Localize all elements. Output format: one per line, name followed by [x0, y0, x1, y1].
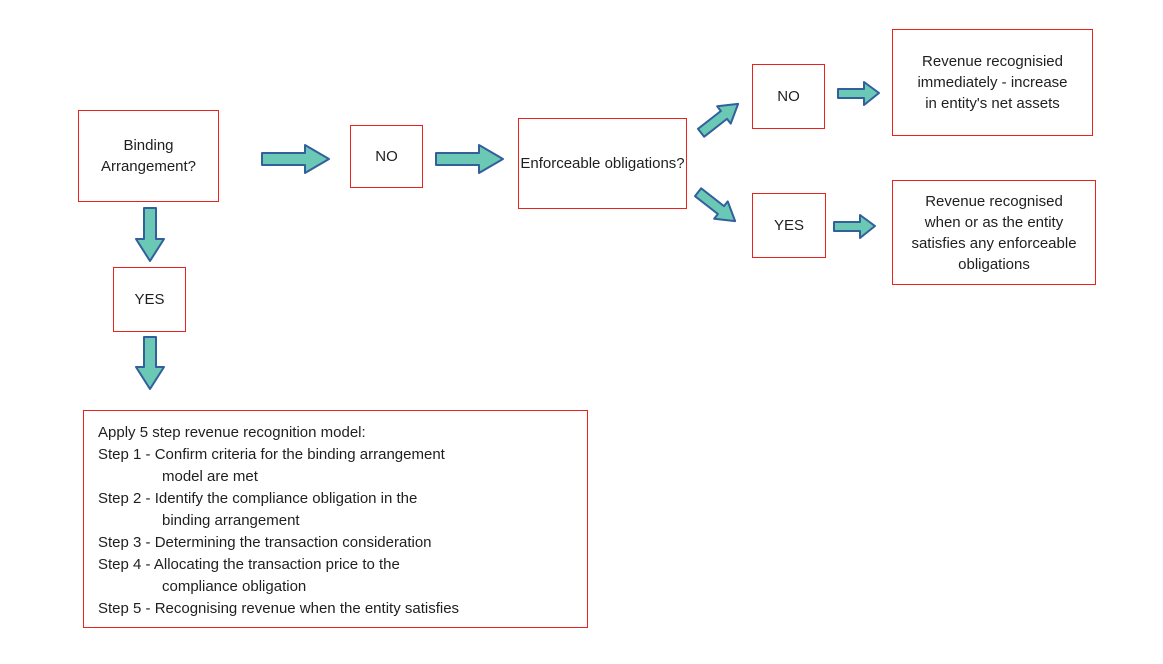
revenue-immediate-line-1: Revenue recognisied: [922, 53, 1063, 70]
yes-box-binding: YES: [113, 267, 186, 332]
step-2-line: Step 2 - Identify the compliance obligat…: [98, 490, 418, 507]
revenue-when-line-2: when or as the entity: [924, 213, 1064, 231]
yes-enforceable-label: YES: [773, 217, 804, 234]
revenue-immediate-line-3: in entity's net assets: [925, 95, 1060, 112]
no-first-label: NO: [375, 148, 398, 165]
right-arrow-icon: [435, 143, 505, 175]
step-2-continuation: binding arrangement: [162, 512, 300, 529]
revenue-when-line-3: satisfies any enforceable: [911, 234, 1077, 252]
enforceable-obligations-label: Enforceable obligations?: [520, 155, 685, 172]
revenue-when-line-1: Revenue recognised: [925, 192, 1063, 210]
step-5-line: Step 5 - Recognising revenue when the en…: [98, 600, 460, 617]
step-4-line: Step 4 - Allocating the transaction pric…: [98, 556, 400, 573]
no-box-first: NO: [350, 125, 423, 188]
revenue-immediate-box: Revenue recognisied immediately - increa…: [892, 29, 1093, 136]
diagonal-down-right-arrow-icon: [692, 187, 742, 223]
step-1-line: Step 1 - Confirm criteria for the bindin…: [98, 446, 445, 463]
binding-arrangement-label: Binding Arrangement?: [100, 137, 197, 175]
binding-arrangement-box: Binding Arrangement?: [78, 110, 219, 202]
yes-binding-label: YES: [134, 291, 165, 308]
step-3-line: Step 3 - Determining the transaction con…: [98, 534, 432, 551]
revenue-immediate-line-2: immediately - increase: [917, 74, 1068, 91]
enforceable-obligations-box: Enforceable obligations?: [518, 118, 687, 209]
revenue-when-satisfied-box: Revenue recognised when or as the entity…: [892, 180, 1096, 285]
step-4-continuation: compliance obligation: [162, 578, 307, 595]
right-arrow-icon: [261, 143, 331, 175]
yes-box-enforceable: YES: [752, 193, 826, 258]
no-box-enforceable: NO: [752, 64, 825, 129]
revenue-when-line-4: obligations: [958, 255, 1030, 273]
five-step-model-box: Apply 5 step revenue recognition model: …: [83, 410, 588, 628]
right-arrow-icon: [833, 213, 877, 240]
down-arrow-icon: [134, 336, 166, 391]
no-enforceable-label: NO: [777, 88, 800, 105]
step-1-continuation: model are met: [162, 468, 258, 485]
down-arrow-icon: [134, 207, 166, 263]
diagonal-up-right-arrow-icon: [695, 102, 745, 138]
right-arrow-icon: [837, 80, 881, 107]
five-step-title: Apply 5 step revenue recognition model:: [98, 424, 366, 441]
